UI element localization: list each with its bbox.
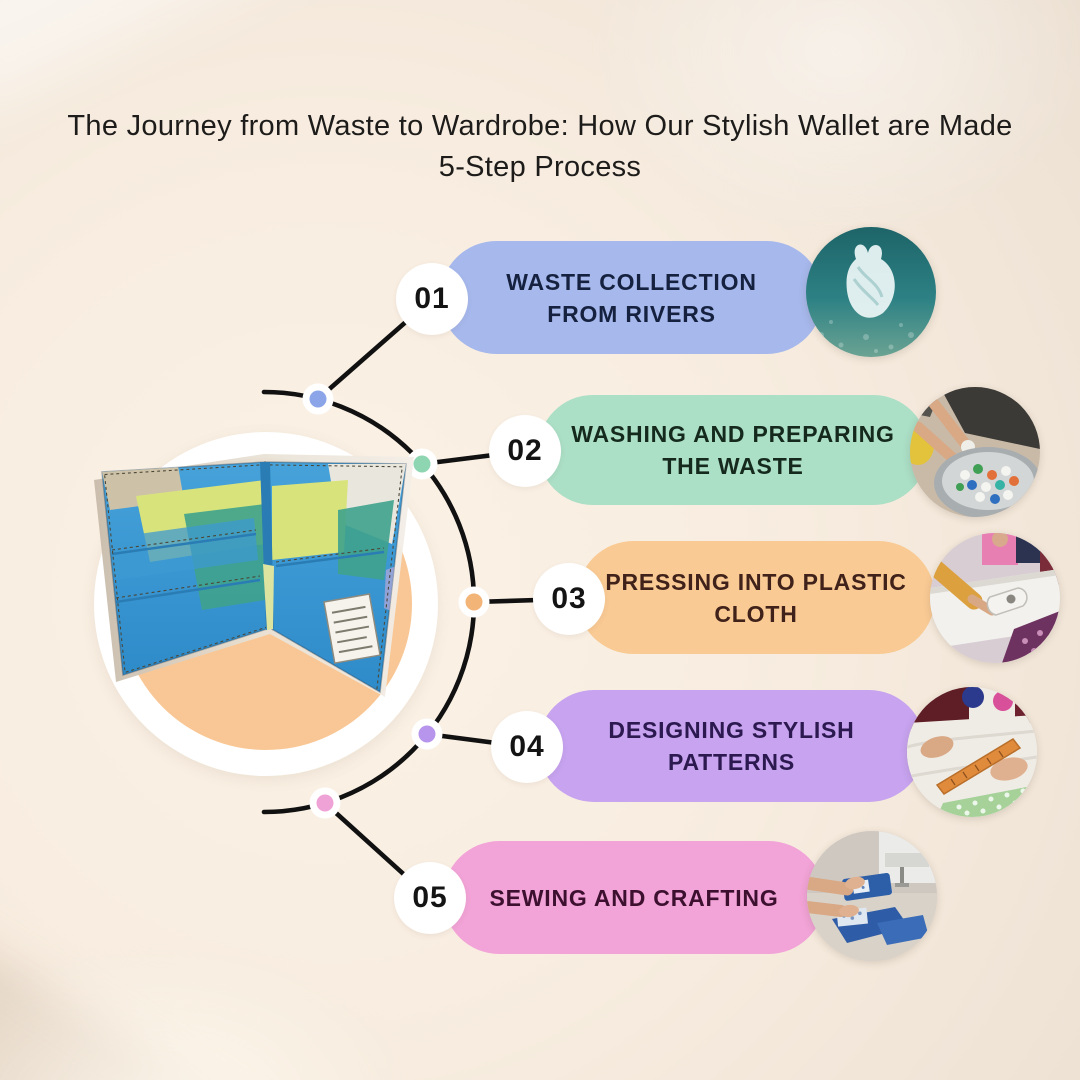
step-title-2-line-2: THE WASTE [662,453,804,479]
bottles-in-basin [956,464,1019,504]
dot-3 [465,593,483,611]
step-photo-sewing-crafting [807,831,937,961]
wallet-right-panel [264,461,407,694]
wallet-product-image [94,454,414,697]
step-number-4: 04 [491,711,563,783]
dot-4 [418,725,436,743]
wallet-spine-fold [263,564,274,630]
step-pill-3: PRESSING INTO PLASTIC CLOTH [577,541,935,654]
page-title: The Journey from Waste to Wardrobe: How … [0,106,1080,188]
wallet-left-panel [101,461,271,676]
step-title-3-line-1: PRESSING INTO PLASTIC [605,568,907,595]
step-pill-4: DESIGNING STYLISH PATTERNS [538,690,925,802]
dot-2 [413,455,431,473]
step-title-1-line-2: FROM RIVERS [547,300,716,327]
step-photo-washing-bottles [910,387,1040,517]
step-pill-2: WASHING AND PREPARING THE WASTE [538,395,928,505]
step-title-1-line-1: WASTE COLLECTION [506,268,757,295]
step-photo-designing-patterns [907,687,1037,817]
title-line-1: The Journey from Waste to Wardrobe: How … [67,110,1013,142]
yellow-sleeve-arm [930,554,983,610]
step-title-5-line-1: SEWING AND CRAFTING [489,884,779,911]
step-number-3: 03 [533,563,605,635]
step-number-2: 02 [489,415,561,487]
product-hub-circle [94,432,438,776]
step-title-4-line-2: PATTERNS [668,749,795,775]
connector-dots [302,383,490,819]
step-photo-plastic-bag-underwater [806,227,936,357]
dot-5 [316,794,334,812]
step-title-2-line-1: WASHING AND PREPARING [571,421,895,447]
step-photo-pressing-cloth [930,533,1060,663]
orange-ruler [935,738,1022,795]
step-title-4-line-1: DESIGNING STYLISH [608,717,855,743]
step-title-3-line-2: CLOTH [714,600,798,627]
iron-shape [986,587,1028,616]
dot-1 [309,390,327,408]
step-number-5: 05 [394,862,466,934]
title-line-2: 5-Step Process [438,151,642,183]
step-pill-5: SEWING AND CRAFTING [443,841,825,954]
step-pill-1: WASTE COLLECTION FROM RIVERS [440,241,823,354]
step-number-1: 01 [396,263,468,335]
wallet-label [323,593,381,664]
